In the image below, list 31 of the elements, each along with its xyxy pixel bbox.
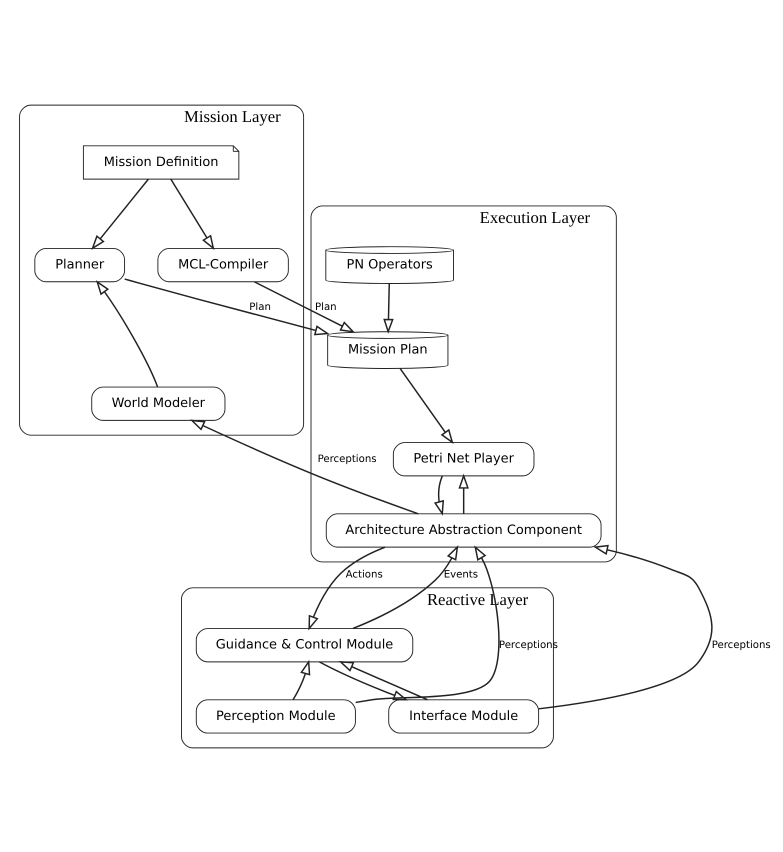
- node-box: Guidance & Control Module: [196, 628, 414, 662]
- node-box: MCL-Compiler: [157, 248, 289, 282]
- arrow: [458, 473, 469, 514]
- arrow: [124, 278, 330, 335]
- node-box: Architecture Abstraction Component: [326, 512, 602, 548]
- arrow: [170, 178, 214, 250]
- edge-label: Plan: [315, 302, 337, 313]
- arrow: [190, 419, 418, 514]
- edge-label: Events: [444, 568, 478, 580]
- arrow: [434, 475, 444, 516]
- arrow: [356, 544, 500, 703]
- arrow: [338, 660, 428, 700]
- arrow: [96, 280, 158, 387]
- edge-label: Plan: [249, 302, 271, 313]
- edge-label: Perceptions: [318, 453, 377, 464]
- arrow: [538, 544, 713, 710]
- node-box: World Modeler: [91, 386, 226, 420]
- edge-label: Actions: [346, 568, 383, 580]
- arrow: [308, 546, 386, 630]
- arrow: [318, 660, 408, 700]
- arrow: [91, 178, 149, 250]
- node-box: Petri Net Player: [392, 442, 534, 476]
- arrow: [400, 368, 454, 444]
- node-box: Interface Module: [388, 698, 540, 734]
- edge-label: Perceptions: [712, 639, 771, 650]
- node-box: Perception Module: [196, 698, 356, 734]
- node-box: Planner: [34, 248, 126, 282]
- arrow: [352, 544, 458, 629]
- arrow: [254, 280, 356, 332]
- arrow: [383, 283, 394, 334]
- arrow: [292, 659, 310, 700]
